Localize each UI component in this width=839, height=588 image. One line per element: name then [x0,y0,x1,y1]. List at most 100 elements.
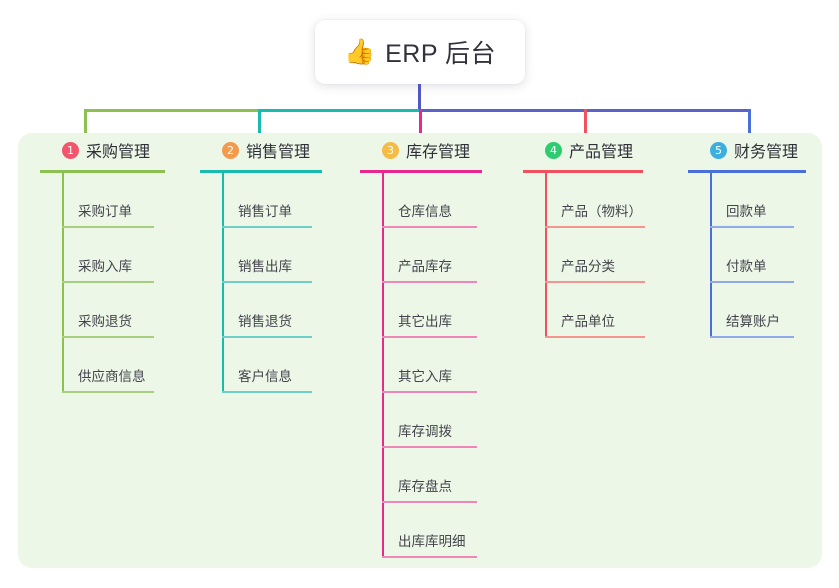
leaf-item-label: 回款单 [726,204,767,219]
leaf-item[interactable]: 出库库明细 [382,503,530,558]
leaf-item[interactable]: 结算账户 [710,283,828,338]
branch-header-2[interactable]: 2 销售管理 [200,133,365,167]
branch-title-5: 财务管理 [734,144,799,161]
branch-badge-2: 2 [222,141,239,159]
leaf-item[interactable]: 客户信息 [222,338,365,393]
branch-column-3: 3 库存管理仓库信息产品库存其它出库其它入库库存调拨库存盘点出库库明细 [360,133,530,558]
leaf-item[interactable]: 产品（物料） [545,173,693,228]
branch-stub-4 [584,109,587,138]
leaf-item-label: 产品（物料） [561,204,642,219]
branch-leaf-list-1: 采购订单采购入库采购退货供应商信息 [40,173,205,393]
leaf-item-label: 采购入库 [78,259,132,274]
leaf-item-rule [382,446,477,448]
leaf-item[interactable]: 仓库信息 [382,173,530,228]
branch-leaf-list-4: 产品（物料） 产品分类产品单位 [523,173,693,338]
branch-badge-4: 4 [545,141,562,159]
branch-rule-4 [523,170,643,173]
leaf-item-rule [62,226,154,228]
leaf-item[interactable]: 产品库存 [382,228,530,283]
leaf-item-rule [222,226,312,228]
leaf-item[interactable]: 库存盘点 [382,448,530,503]
branch-header-3[interactable]: 3 库存管理 [360,133,530,167]
leaf-item-label: 产品库存 [398,259,452,274]
root-drop-connector [418,84,421,111]
leaf-item-rule [62,391,154,393]
leaf-item-rule [545,281,645,283]
branch-title-3: 库存管理 [406,144,471,161]
branch-rule-2 [200,170,322,173]
branch-title-2: 销售管理 [246,144,311,161]
leaf-item[interactable]: 销售出库 [222,228,365,283]
branch-title-4: 产品管理 [569,144,634,161]
leaf-item-label: 客户信息 [238,369,292,384]
leaf-item[interactable]: 采购订单 [62,173,205,228]
branch-column-5: 5 财务管理回款单付款单结算账户 [688,133,828,338]
leaf-item[interactable]: 付款单 [710,228,828,283]
leaf-item-label: 库存盘点 [398,479,452,494]
branch-badge-1: 1 [62,141,79,159]
bus-segment-2 [258,109,419,112]
leaf-item-label: 库存调拨 [398,424,452,439]
branch-stub-5 [748,109,751,138]
leaf-item[interactable]: 供应商信息 [62,338,205,393]
branch-leaf-list-3: 仓库信息产品库存其它出库其它入库库存调拨库存盘点出库库明细 [360,173,530,558]
leaf-item[interactable]: 其它出库 [382,283,530,338]
branch-leaf-list-5: 回款单付款单结算账户 [688,173,828,338]
leaf-item[interactable]: 销售退货 [222,283,365,338]
branch-header-5[interactable]: 5 财务管理 [688,133,828,167]
leaf-item-rule [545,226,645,228]
leaf-item-rule [710,336,794,338]
leaf-item[interactable]: 采购退货 [62,283,205,338]
leaf-item-rule [222,391,312,393]
branch-stub-1 [84,109,87,138]
root-node-card[interactable]: 👍 ERP 后台 [315,20,525,84]
branch-rule-3 [360,170,482,173]
leaf-item-label: 采购退货 [78,314,132,329]
leaf-item[interactable]: 回款单 [710,173,828,228]
leaf-item-label: 出库库明细 [398,534,466,549]
leaf-item-rule [222,336,312,338]
leaf-item[interactable]: 销售订单 [222,173,365,228]
thumbs-up-icon: 👍 [343,37,376,66]
leaf-item-label: 其它出库 [398,314,452,329]
leaf-item-label: 销售订单 [238,204,292,219]
branch-leaf-list-2: 销售订单销售出库销售退货客户信息 [200,173,365,393]
leaf-item[interactable]: 采购入库 [62,228,205,283]
leaf-item-rule [710,281,794,283]
tree-container: 1 采购管理采购订单采购入库采购退货供应商信息 2 销售管理销售订单销售出库销售退货客… [18,133,822,568]
branch-header-1[interactable]: 1 采购管理 [40,133,205,167]
branch-rule-5 [688,170,806,173]
leaf-item-rule [545,336,645,338]
leaf-item-rule [382,226,477,228]
branch-title-1: 采购管理 [86,144,151,161]
leaf-item-label: 供应商信息 [78,369,146,384]
branch-column-4: 4 产品管理产品（物料） 产品分类产品单位 [523,133,693,338]
leaf-item[interactable]: 库存调拨 [382,393,530,448]
branch-rule-1 [40,170,165,173]
leaf-item[interactable]: 产品单位 [545,283,693,338]
leaf-item-label: 付款单 [726,259,767,274]
branch-spine-5 [710,173,712,338]
bus-segment-1 [84,109,258,112]
leaf-item-label: 产品分类 [561,259,615,274]
leaf-item-rule [710,226,794,228]
leaf-item-label: 其它入库 [398,369,452,384]
branch-badge-5: 5 [710,141,727,159]
branch-spine-3 [382,173,384,558]
leaf-item-label: 产品单位 [561,314,615,329]
leaf-item-rule [382,281,477,283]
branch-badge-3: 3 [382,141,399,159]
leaf-item-label: 仓库信息 [398,204,452,219]
leaf-item-rule [382,336,477,338]
leaf-item-label: 结算账户 [726,314,780,329]
leaf-item-rule [222,281,312,283]
leaf-item[interactable]: 其它入库 [382,338,530,393]
branch-column-2: 2 销售管理销售订单销售出库销售退货客户信息 [200,133,365,393]
branch-spine-4 [545,173,547,338]
leaf-item-label: 销售退货 [238,314,292,329]
leaf-item-rule [382,391,477,393]
branch-header-4[interactable]: 4 产品管理 [523,133,693,167]
leaf-item[interactable]: 产品分类 [545,228,693,283]
branch-stub-3 [419,109,422,138]
branch-spine-1 [62,173,64,393]
